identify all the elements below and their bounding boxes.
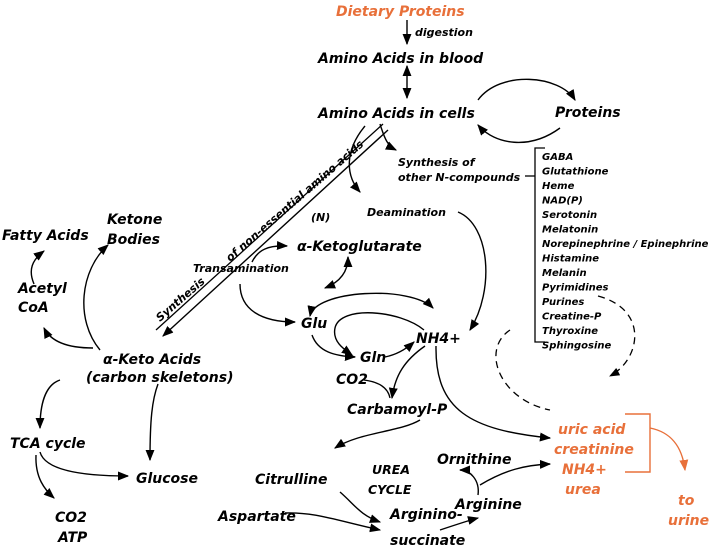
arrow-keto-tca <box>35 379 61 430</box>
arrow-to-urine <box>649 427 689 472</box>
dashed-creatine-arrow <box>495 329 551 411</box>
label-dietary-proteins: Dietary Proteins <box>336 4 465 20</box>
list-item: Histamine <box>542 254 599 265</box>
list-item: Creatine-P <box>542 312 602 323</box>
list-item: NAD(P) <box>542 196 583 207</box>
label-keto-acids: α-Keto Acids <box>103 352 201 368</box>
label-aspartate: Aspartate <box>217 509 296 525</box>
arrow-tca-co2 <box>35 454 55 499</box>
label-carbamoyl-p: Carbamoyl-P <box>347 402 448 418</box>
label-to: to <box>678 493 695 509</box>
label-argininosuccinate-1: Arginino- <box>389 507 463 523</box>
arrow-deamination-nh4 <box>457 211 487 331</box>
list-item: Purines <box>542 297 584 308</box>
label-deamination: Deamination <box>367 206 446 219</box>
list-item: GABA <box>542 152 573 163</box>
arrow-carbamoyl-citrulline <box>334 419 421 449</box>
label-n: (N) <box>311 211 330 224</box>
list-item: Melanin <box>542 268 587 279</box>
label-acetyl-1: Acetyl <box>17 281 67 297</box>
label-urea-cycle-1: UREA <box>372 462 410 477</box>
arrow-keto-ketone <box>83 244 109 351</box>
label-excreted-nh4: NH4+ <box>562 462 607 478</box>
label-synthesis-rotated: Synthesis <box>153 275 207 325</box>
arrow-arginine-urea <box>479 459 552 486</box>
label-co2-1: CO2 <box>55 510 87 526</box>
dashed-purines-arrow <box>597 295 636 377</box>
list-item: Heme <box>542 181 575 192</box>
arrows <box>30 20 689 533</box>
label-ketone-1: Ketone <box>107 212 162 228</box>
label-creatinine: creatinine <box>554 442 634 458</box>
list-item: Thyroxine <box>542 326 598 337</box>
n-compounds-list: GABA Glutathione Heme NAD(P) Serotonin M… <box>542 152 709 352</box>
line-co2-carbamoyl <box>363 379 391 399</box>
arrow-keto-acetyl <box>43 326 94 349</box>
list-item: Melatonin <box>542 225 598 236</box>
arrow-keto-glucose <box>145 383 159 462</box>
label-glu: Glu <box>301 316 327 332</box>
arrow-synthesis-2 <box>162 129 389 337</box>
arrow-from-proteins <box>477 124 561 143</box>
arrow-arginine-ornithine <box>458 465 479 496</box>
excretion-bracket <box>625 413 651 473</box>
arrow-glu-nh4-top <box>307 292 434 318</box>
list-item: Serotonin <box>542 210 597 221</box>
label-arginine: Arginine <box>454 497 522 513</box>
list-item: Sphingosine <box>542 341 612 352</box>
label-transamination: Transamination <box>193 262 289 275</box>
arrow-acetyl-fatty <box>30 250 45 285</box>
arrow-nh4-excretion <box>435 345 552 442</box>
label-urea-cycle-2: CYCLE <box>368 482 412 497</box>
label-carbon-skeletons: (carbon skeletons) <box>86 370 233 386</box>
label-amino-acids-cells: Amino Acids in cells <box>317 106 475 122</box>
label-amino-acids-blood: Amino Acids in blood <box>317 51 484 67</box>
arrow-to-proteins <box>477 78 576 101</box>
arrow-nh4-carbamoyl <box>388 345 426 400</box>
label-synthesis-other-1: Synthesis of <box>398 156 476 169</box>
arrow-synthesis-other <box>379 123 398 151</box>
list-item: Glutathione <box>542 167 609 178</box>
arrow-nh4-gln-loop <box>333 312 425 356</box>
label-digestion: digestion <box>415 26 473 39</box>
label-atp: ATP <box>57 530 88 546</box>
label-synthesis-other-2: other N-compounds <box>398 171 521 184</box>
arrow-tca-glucose <box>39 451 130 481</box>
label-co2: CO2 <box>336 372 368 388</box>
list-item: Norepinephrine / Epinephrine <box>542 239 709 250</box>
arrow-aspartate-argsucc <box>284 512 382 533</box>
label-urine: urine <box>668 513 709 529</box>
label-glucose: Glucose <box>136 471 198 487</box>
label-alpha-ketoglutarate: α-Ketoglutarate <box>297 239 422 255</box>
label-ornithine: Ornithine <box>437 452 512 468</box>
label-nh4: NH4+ <box>416 331 461 347</box>
label-fatty-acids: Fatty Acids <box>2 228 89 244</box>
list-item: Pyrimidines <box>542 283 609 294</box>
label-uric-acid: uric acid <box>558 422 626 438</box>
label-acetyl-2: CoA <box>18 300 49 316</box>
arrow-akg-glu <box>323 255 353 289</box>
line-synthesis-1 <box>155 123 384 331</box>
arrow-deamination <box>348 125 366 193</box>
label-proteins: Proteins <box>555 105 621 121</box>
arrow-gln-nh4 <box>384 341 415 358</box>
arrow-glu-gln <box>311 334 357 361</box>
label-argininosuccinate-2: succinate <box>390 533 465 549</box>
label-gln: Gln <box>360 350 386 366</box>
label-tca-cycle: TCA cycle <box>10 436 86 452</box>
label-ketone-2: Bodies <box>107 232 160 248</box>
n-compounds-bracket <box>534 147 545 343</box>
arrow-transamination-glu <box>239 283 297 327</box>
label-citrulline: Citrulline <box>255 472 328 488</box>
arrow-argsucc-arginine <box>439 516 480 531</box>
arrow-to-aketoglutarate <box>251 240 289 263</box>
label-urea: urea <box>565 482 601 498</box>
arrow-citrulline-argsucc <box>339 491 382 523</box>
